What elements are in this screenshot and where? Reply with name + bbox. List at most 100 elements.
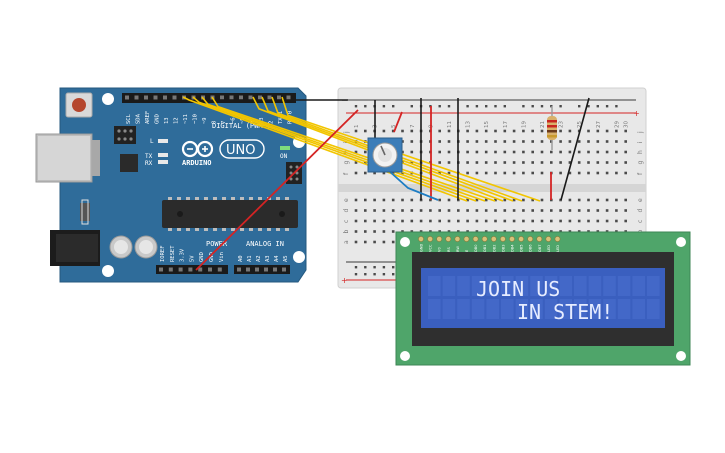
breadboard-hole[interactable] bbox=[401, 209, 404, 212]
breadboard-hole[interactable] bbox=[550, 150, 553, 154]
breadboard-hole[interactable] bbox=[568, 129, 572, 133]
header-pin[interactable] bbox=[198, 267, 203, 272]
breadboard-hole[interactable] bbox=[624, 171, 627, 175]
lcd-pin[interactable] bbox=[472, 236, 479, 242]
header-pin[interactable] bbox=[168, 267, 173, 272]
wire-red-5v[interactable] bbox=[195, 109, 359, 271]
breadboard-hole[interactable] bbox=[410, 150, 414, 154]
reset-button[interactable] bbox=[65, 92, 93, 118]
lcd-pin[interactable] bbox=[445, 236, 452, 242]
breadboard-hole[interactable] bbox=[484, 198, 488, 202]
breadboard-hole[interactable] bbox=[457, 219, 460, 223]
header-pin[interactable] bbox=[217, 267, 222, 272]
breadboard-hole[interactable] bbox=[484, 140, 488, 143]
header-pin[interactable] bbox=[208, 267, 212, 272]
header-pin[interactable] bbox=[248, 95, 253, 100]
breadboard-hole[interactable] bbox=[550, 219, 553, 223]
breadboard-hole[interactable] bbox=[624, 209, 627, 212]
breadboard-hole[interactable] bbox=[466, 161, 469, 164]
breadboard-hole[interactable] bbox=[466, 209, 469, 212]
breadboard-hole[interactable] bbox=[503, 171, 507, 175]
breadboard-hole[interactable] bbox=[559, 219, 562, 223]
breadboard-hole[interactable] bbox=[605, 140, 609, 143]
header-pin[interactable] bbox=[264, 267, 268, 272]
rail-hole[interactable] bbox=[531, 105, 534, 108]
breadboard-hole[interactable] bbox=[354, 230, 358, 233]
breadboard-hole[interactable] bbox=[596, 140, 600, 143]
rail-hole[interactable] bbox=[392, 266, 395, 269]
header-pin[interactable] bbox=[172, 95, 177, 100]
wire-yellow-data[interactable] bbox=[211, 96, 496, 202]
breadboard-hole[interactable] bbox=[512, 150, 516, 154]
header-pin[interactable] bbox=[237, 267, 241, 272]
breadboard-hole[interactable] bbox=[522, 161, 525, 164]
breadboard-hole[interactable] bbox=[531, 140, 534, 143]
breadboard-hole[interactable] bbox=[364, 198, 367, 202]
breadboard-hole[interactable] bbox=[596, 171, 600, 175]
rail-hole[interactable] bbox=[354, 266, 358, 269]
wire-blue-v0[interactable] bbox=[387, 169, 439, 201]
breadboard-hole[interactable] bbox=[447, 209, 451, 212]
breadboard-hole[interactable] bbox=[550, 161, 553, 164]
breadboard-hole[interactable] bbox=[568, 209, 572, 212]
lcd-pin[interactable] bbox=[545, 236, 552, 242]
wire-yellow-data[interactable] bbox=[281, 96, 541, 202]
breadboard-hole[interactable] bbox=[354, 129, 358, 133]
breadboard-hole[interactable] bbox=[475, 129, 479, 133]
rail-hole[interactable] bbox=[494, 105, 497, 108]
breadboard-hole[interactable] bbox=[447, 140, 451, 143]
lcd-pin[interactable] bbox=[436, 236, 443, 242]
breadboard-hole[interactable] bbox=[391, 230, 395, 233]
breadboard-hole[interactable] bbox=[484, 209, 488, 212]
breadboard-hole[interactable] bbox=[531, 161, 534, 164]
breadboard-hole[interactable] bbox=[391, 171, 395, 175]
lcd-pin[interactable] bbox=[481, 236, 488, 242]
breadboard-hole[interactable] bbox=[522, 129, 525, 133]
breadboard-hole[interactable] bbox=[466, 150, 469, 154]
breadboard-hole[interactable] bbox=[494, 198, 497, 202]
breadboard-hole[interactable] bbox=[354, 150, 358, 154]
breadboard-hole[interactable] bbox=[484, 150, 488, 154]
breadboard-hole[interactable] bbox=[615, 219, 618, 223]
breadboard-hole[interactable] bbox=[391, 219, 395, 223]
wire-red-pot[interactable] bbox=[393, 111, 403, 133]
breadboard-hole[interactable] bbox=[475, 219, 479, 223]
breadboard-hole[interactable] bbox=[354, 171, 358, 175]
breadboard-hole[interactable] bbox=[391, 209, 395, 212]
breadboard-hole[interactable] bbox=[615, 209, 618, 212]
breadboard-hole[interactable] bbox=[447, 150, 451, 154]
breadboard-hole[interactable] bbox=[512, 209, 516, 212]
breadboard-hole[interactable] bbox=[466, 198, 469, 202]
breadboard-hole[interactable] bbox=[484, 219, 488, 223]
lcd-pin[interactable] bbox=[527, 236, 534, 242]
breadboard-hole[interactable] bbox=[531, 171, 534, 175]
breadboard-hole[interactable] bbox=[512, 161, 516, 164]
lcd-pin[interactable] bbox=[536, 236, 543, 242]
rail-hole[interactable] bbox=[364, 273, 367, 276]
breadboard-hole[interactable] bbox=[438, 150, 441, 154]
breadboard-hole[interactable] bbox=[522, 150, 525, 154]
breadboard-hole[interactable] bbox=[596, 129, 600, 133]
breadboard-hole[interactable] bbox=[494, 171, 497, 175]
rail-hole[interactable] bbox=[615, 105, 618, 108]
breadboard-hole[interactable] bbox=[364, 171, 367, 175]
breadboard-hole[interactable] bbox=[559, 129, 562, 133]
header-pin[interactable] bbox=[144, 95, 148, 100]
breadboard-hole[interactable] bbox=[391, 198, 395, 202]
breadboard-hole[interactable] bbox=[466, 219, 469, 223]
lcd-pin[interactable] bbox=[509, 236, 515, 242]
breadboard-hole[interactable] bbox=[475, 209, 479, 212]
breadboard-hole[interactable] bbox=[587, 198, 590, 202]
resistor[interactable] bbox=[547, 106, 557, 150]
rail-hole[interactable] bbox=[438, 105, 441, 108]
breadboard-hole[interactable] bbox=[401, 129, 404, 133]
header-pin[interactable] bbox=[273, 267, 277, 272]
breadboard-hole[interactable] bbox=[531, 198, 534, 202]
breadboard-hole[interactable] bbox=[373, 240, 376, 244]
breadboard-hole[interactable] bbox=[503, 150, 507, 154]
breadboard-hole[interactable] bbox=[568, 198, 572, 202]
breadboard-hole[interactable] bbox=[354, 219, 358, 223]
rail-hole[interactable] bbox=[354, 273, 358, 276]
breadboard-hole[interactable] bbox=[419, 209, 423, 212]
breadboard-hole[interactable] bbox=[494, 129, 497, 133]
